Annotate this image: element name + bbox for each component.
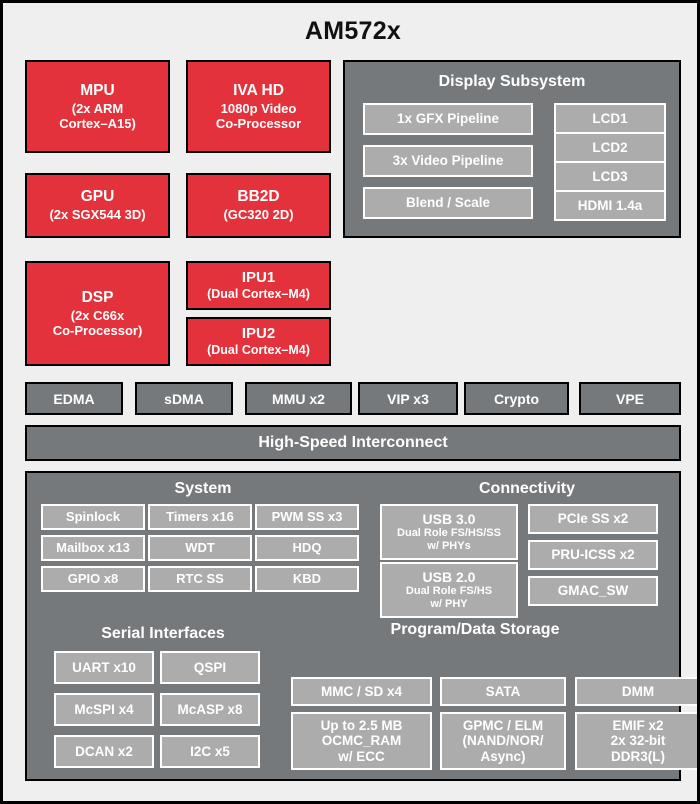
system-block-timers[interactable]: Timers x16 [148, 504, 252, 530]
core-title: BB2D [237, 188, 280, 206]
serial-block-i2c[interactable]: I2C x5 [160, 735, 260, 768]
core-block-iva-hd[interactable]: IVA HD 1080p Video Co-Processor [186, 60, 331, 153]
core-title: IPU2 [241, 325, 276, 343]
display-subsystem-panel: Display Subsystem 1x GFX Pipeline 3x Vid… [343, 60, 681, 238]
core-title: IPU1 [241, 269, 276, 287]
serial-interfaces-group-title: Serial Interfaces [101, 625, 225, 642]
system-block-gpio[interactable]: GPIO x8 [41, 566, 145, 592]
connectivity-block-pru-icss[interactable]: PRU-ICSS x2 [528, 540, 658, 570]
core-subline: (Dual Cortex–M4) [207, 342, 310, 357]
connectivity-block-pcie[interactable]: PCIe SS x2 [528, 504, 658, 534]
system-block-rtc-ss[interactable]: RTC SS [148, 566, 252, 592]
accel-block-edma[interactable]: EDMA [25, 382, 123, 415]
display-pipeline-video[interactable]: 3x Video Pipeline [363, 145, 533, 177]
core-block-bb2d[interactable]: BB2D (GC320 2D) [186, 173, 331, 238]
serial-block-dcan[interactable]: DCAN x2 [54, 735, 154, 768]
core-subline: Co-Processor [215, 116, 302, 132]
system-group-title: System [174, 480, 232, 497]
core-subline: (2x C66x [70, 307, 125, 323]
system-block-kbd[interactable]: KBD [255, 566, 359, 592]
display-pipeline-blend-scale[interactable]: Blend / Scale [363, 187, 533, 219]
storage-group-title: Program/Data Storage [390, 621, 560, 638]
serial-block-mcasp[interactable]: McASP x8 [160, 693, 260, 726]
connectivity-block-gmac-sw[interactable]: GMAC_SW [528, 576, 658, 606]
core-block-gpu[interactable]: GPU (2x SGX544 3D) [25, 173, 170, 238]
display-output-hdmi[interactable]: HDMI 1.4a [554, 190, 666, 221]
core-subline: (GC320 2D) [223, 207, 294, 223]
storage-block-emif[interactable]: EMIF x2 2x 32-bit DDR3(L) [575, 712, 697, 770]
core-subline: (2x SGX544 3D) [49, 207, 146, 223]
serial-block-uart[interactable]: UART x10 [54, 651, 154, 684]
accel-block-crypto[interactable]: Crypto [464, 382, 569, 415]
core-subline: Co-Processor) [52, 323, 143, 339]
display-output-lcd2[interactable]: LCD2 [554, 132, 666, 163]
core-title: MPU [80, 81, 115, 99]
storage-block-ocmc-ram[interactable]: Up to 2.5 MB OCMC_RAM w/ ECC [291, 712, 432, 770]
system-block-wdt[interactable]: WDT [148, 535, 252, 561]
display-pipeline-gfx[interactable]: 1x GFX Pipeline [363, 103, 533, 135]
system-block-mailbox[interactable]: Mailbox x13 [41, 535, 145, 561]
system-block-pwm-ss[interactable]: PWM SS x3 [255, 504, 359, 530]
storage-block-mmc-sd[interactable]: MMC / SD x4 [291, 677, 432, 706]
core-block-dsp[interactable]: DSP (2x C66x Co-Processor) [25, 261, 170, 366]
core-title: GPU [80, 188, 115, 206]
core-subline: (Dual Cortex–M4) [207, 286, 310, 301]
page-title: AM572x [304, 17, 402, 45]
display-subsystem-title: Display Subsystem [438, 73, 586, 90]
display-output-lcd1[interactable]: LCD1 [554, 103, 666, 134]
serial-block-qspi[interactable]: QSPI [160, 651, 260, 684]
connectivity-group-title: Connectivity [478, 480, 575, 497]
core-block-mpu[interactable]: MPU (2x ARM Cortex–A15) [25, 60, 170, 153]
system-block-hdq[interactable]: HDQ [255, 535, 359, 561]
accel-block-mmu[interactable]: MMU x2 [245, 382, 352, 415]
connectivity-block-usb3[interactable]: USB 3.0 Dual Role FS/HS/SS w/ PHYs [380, 504, 518, 560]
display-output-lcd3[interactable]: LCD3 [554, 161, 666, 192]
core-title: IVA HD [233, 81, 284, 99]
accel-block-vpe[interactable]: VPE [579, 382, 681, 415]
system-block-spinlock[interactable]: Spinlock [41, 504, 145, 530]
core-subline: Cortex–A15) [59, 116, 136, 132]
core-subline: 1080p Video [220, 100, 297, 116]
connectivity-block-usb2[interactable]: USB 2.0 Dual Role FS/HS w/ PHY [380, 562, 518, 618]
accel-block-vip[interactable]: VIP x3 [358, 382, 458, 415]
storage-block-gpmc-elm[interactable]: GPMC / ELM (NAND/NOR/ Async) [440, 712, 566, 770]
peripherals-panel: System Spinlock Timers x16 PWM SS x3 Mai… [25, 471, 697, 781]
accel-block-sdma[interactable]: sDMA [135, 382, 233, 415]
storage-block-sata[interactable]: SATA [440, 677, 566, 706]
high-speed-interconnect-bar[interactable]: High-Speed Interconnect [25, 425, 681, 461]
core-subline: (2x ARM [71, 100, 124, 116]
core-block-ipu1[interactable]: IPU1 (Dual Cortex–M4) [186, 261, 331, 310]
core-title: DSP [81, 288, 114, 306]
core-block-ipu2[interactable]: IPU2 (Dual Cortex–M4) [186, 317, 331, 366]
storage-block-dmm[interactable]: DMM [575, 677, 697, 706]
serial-block-mcspi[interactable]: McSPI x4 [54, 693, 154, 726]
